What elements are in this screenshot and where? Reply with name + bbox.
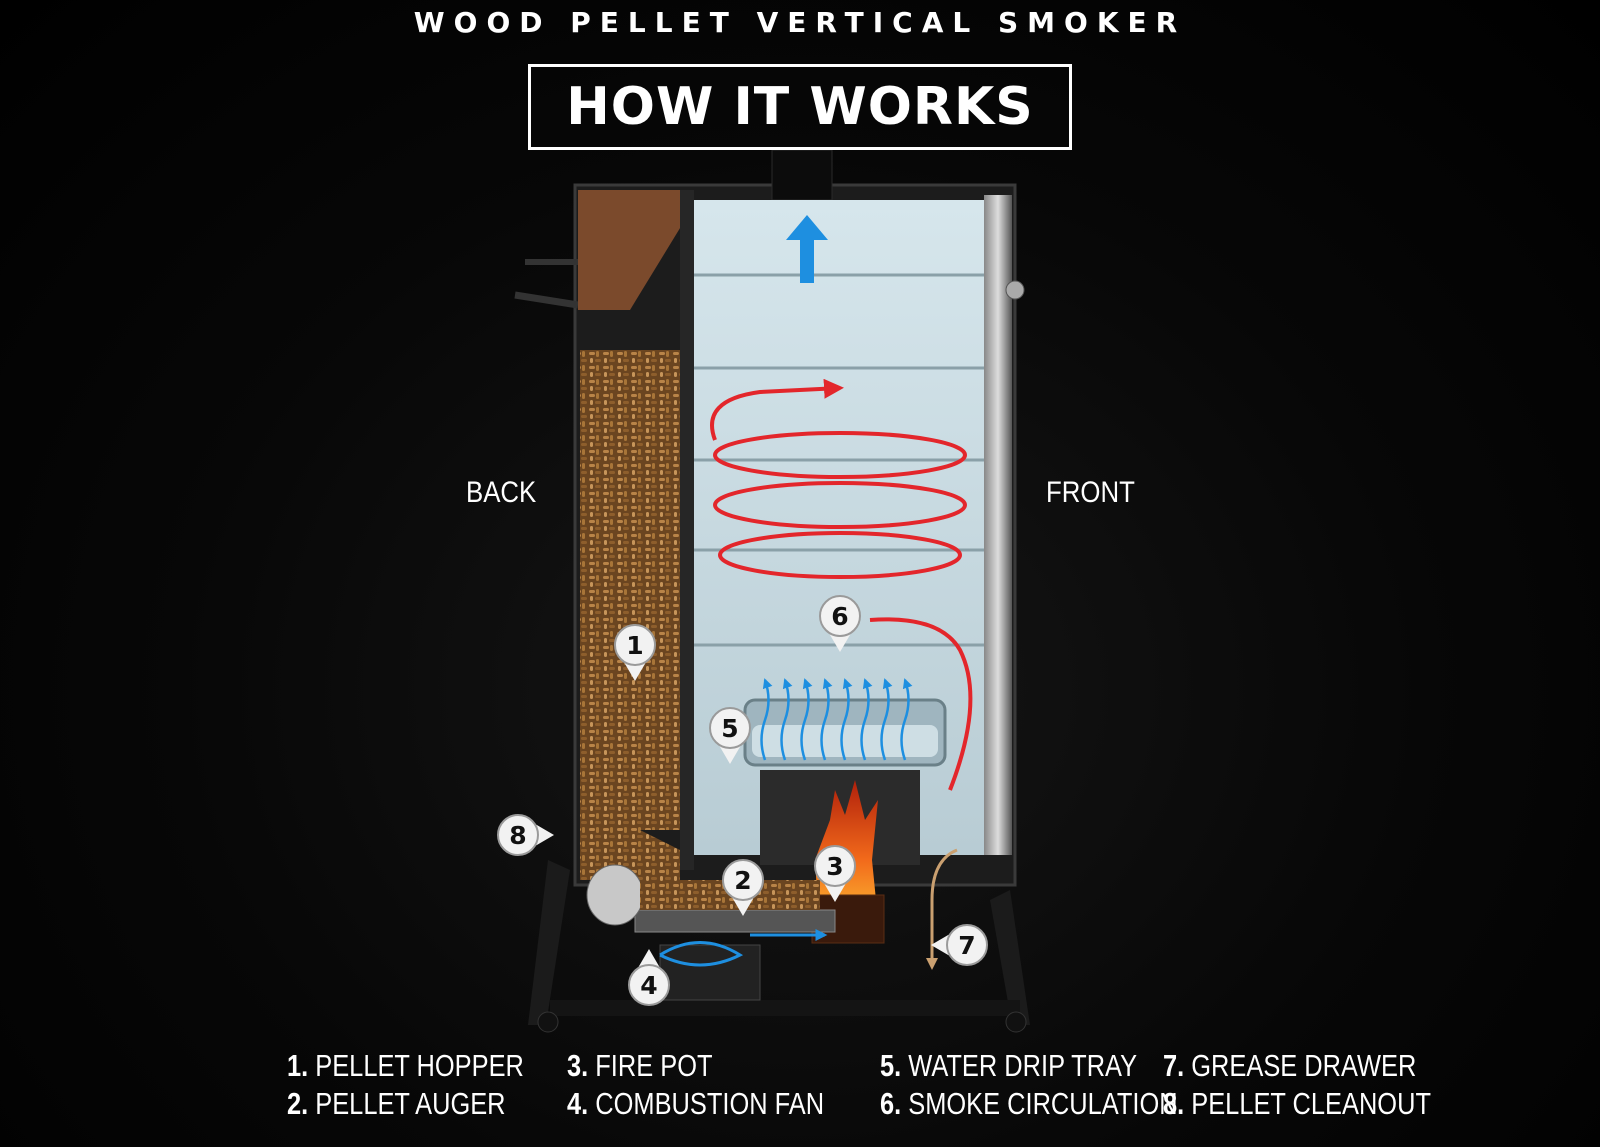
marker-circle xyxy=(814,845,856,887)
marker-circle xyxy=(614,624,656,666)
smoke-exhaust-arrow xyxy=(786,215,828,283)
marker-5: 5 xyxy=(709,707,751,764)
base-frame xyxy=(528,860,1030,1033)
smoke-circulation-path xyxy=(710,378,973,791)
marker-number: 5 xyxy=(721,714,738,743)
legend-item-1: 1. PELLET HOPPER xyxy=(287,1048,524,1083)
marker-circle xyxy=(497,814,539,856)
legend-item-5: 5. WATER DRIP TRAY xyxy=(880,1048,1138,1083)
diagram-title: HOW IT WORKS xyxy=(566,77,1034,137)
water-drip-tray xyxy=(743,698,947,767)
combustion-fan xyxy=(659,929,828,1001)
marker-number: 6 xyxy=(831,602,848,631)
marker-circle xyxy=(946,924,988,966)
marker-number: 3 xyxy=(826,852,843,881)
marker-number: 8 xyxy=(509,821,526,850)
marker-4: 4 xyxy=(628,949,670,1006)
diagram-subtitle: WOOD PELLET VERTICAL SMOKER xyxy=(413,6,1187,39)
marker-number: 1 xyxy=(626,631,643,660)
legend-item-2: 2. PELLET AUGER xyxy=(287,1086,506,1121)
side-label-back: BACK xyxy=(466,476,537,509)
legend-item-4: 4. COMBUSTION FAN xyxy=(567,1086,825,1121)
legend: 1. PELLET HOPPER 2. PELLET AUGER 3. FIRE… xyxy=(0,1048,1600,1138)
marker-number: 7 xyxy=(958,931,975,960)
marker-3: 3 xyxy=(814,845,856,902)
marker-2: 2 xyxy=(722,859,764,916)
legend-item-3: 3. FIRE POT xyxy=(567,1048,713,1083)
legend-item-6: 6. SMOKE CIRCULATION xyxy=(880,1086,1178,1121)
legend-item-8: 8. PELLET CLEANOUT xyxy=(1163,1086,1431,1121)
marker-1: 1 xyxy=(614,624,656,681)
side-label-front: FRONT xyxy=(1046,476,1135,509)
marker-6: 6 xyxy=(819,595,861,652)
marker-circle xyxy=(722,859,764,901)
pellet-hopper xyxy=(578,190,694,880)
marker-7: 7 xyxy=(931,924,988,966)
marker-circle xyxy=(628,964,670,1006)
marker-circle xyxy=(709,707,751,749)
grease-flow-path xyxy=(930,848,958,965)
title-box: HOW IT WORKS xyxy=(528,64,1072,150)
steam-arrows xyxy=(760,678,913,761)
legend-item-7: 7. GREASE DRAWER xyxy=(1163,1048,1417,1083)
marker-number: 4 xyxy=(640,971,657,1000)
marker-8: 8 xyxy=(497,814,554,856)
marker-number: 2 xyxy=(734,866,751,895)
marker-circle xyxy=(819,595,861,637)
